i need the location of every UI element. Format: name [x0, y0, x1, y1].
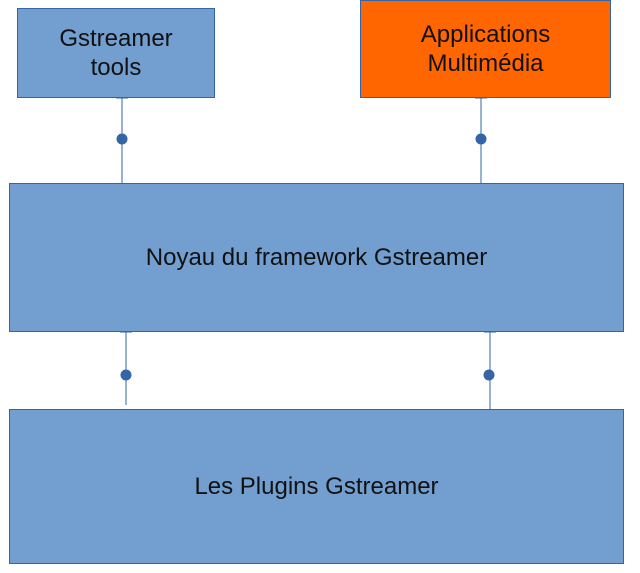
connector-tools-core [116, 97, 128, 183]
framework-core-label: Noyau du framework Gstreamer [145, 244, 488, 271]
applications-multimedia-box: Applications Multimédia [360, 0, 611, 98]
connector-dot [483, 369, 495, 381]
connector-dot [116, 133, 128, 145]
connector-dot [120, 369, 132, 381]
gstreamer-tools-label: Gstreamer tools [59, 25, 173, 81]
plugins-box: Les Plugins Gstreamer [9, 409, 624, 564]
framework-core-box: Noyau du framework Gstreamer [9, 183, 624, 332]
gstreamer-tools-box: Gstreamer tools [17, 8, 215, 98]
connector-core-plugins-left [120, 331, 132, 405]
connector-core-plugins-right [483, 331, 496, 409]
applications-multimedia-label: Applications Multimédia [420, 21, 551, 77]
connector-dot [475, 133, 487, 145]
connector-apps-core [475, 97, 487, 183]
plugins-label: Les Plugins Gstreamer [194, 473, 439, 500]
